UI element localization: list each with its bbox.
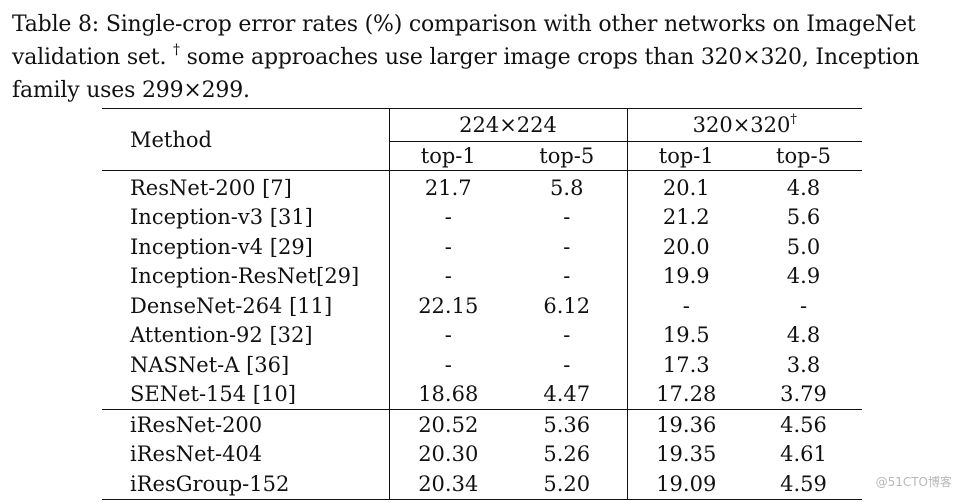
table-row: Attention-92 [32] - - 19.5 4.8 [102,320,862,350]
top1-320-cell: 19.36 [626,409,745,440]
top5-224-cell: - [563,234,571,259]
top5-224-cell: - [563,323,571,348]
top5-320-cell: 5.6 [786,205,821,230]
top1-320-cell: 21.2 [626,202,745,232]
top5-224-cell: 6.12 [543,293,591,318]
top1-320-cell: 19.9 [626,261,745,291]
top1-320-cell: 19.09 [626,469,745,500]
top1-224-cell: 21.7 [388,170,507,203]
top1-320-cell: 19.5 [626,320,745,350]
watermark-text: @51CTO博客 [875,475,952,489]
top1-224-cell: 18.68 [388,379,507,410]
top5-320-cell: 3.79 [780,382,827,407]
method-cell: iResNet-200 [102,409,389,440]
top5-224-cell: - [563,264,571,289]
header-row-metrics: top-1 top-5 top-1 top-5 [102,141,862,171]
top5-320-cell: 4.8 [786,323,821,348]
top1-320-cell: 17.3 [626,350,745,380]
method-cell: DenseNet-264 [11] [130,293,333,318]
group-header-320: 320×320† [626,108,862,142]
header-row-groups: Method 224×224 320×320† [102,108,862,171]
method-cell: Inception-v4 [29] [130,234,313,259]
top1-224-cell: 22.15 [388,291,507,321]
top1-224-cell: - [388,320,507,350]
method-cell: iResGroup-152 [102,469,389,500]
top5-320-cell: 4.8 [745,170,862,203]
top1-224-cell: 20.34 [388,469,507,500]
table-row: iResNet-404 20.30 5.26 19.35 4.61 [102,439,862,469]
table-caption: Table 8: Single-crop error rates (%) com… [12,8,948,107]
method-cell: Attention-92 [32] [130,323,313,348]
top5-224-cell: 5.20 [507,469,627,500]
group-header-320-dagger: † [790,112,797,127]
table-row: SENet-154 [10] 18.68 4.47 17.28 3.79 [102,379,862,410]
table-row: Inception-v4 [29] - - 20.0 5.0 [102,232,862,262]
top1-224-cell: - [388,202,507,232]
top1-320-cell: - [626,291,745,321]
top5-320-cell: - [799,293,808,318]
top5-224-cell: 5.8 [507,170,627,203]
top5-224-cell: - [563,205,571,230]
subheader-224-top1: top-1 [388,141,507,171]
top5-224-cell: - [563,352,571,377]
method-cell: Inception-v3 [31] [130,205,313,230]
table-row: DenseNet-264 [11] 22.15 6.12 - - [102,291,862,321]
group-header-320-label: 320×320 [692,113,791,137]
group-header-224: 224×224 [388,108,627,142]
method-cell: SENet-154 [10] [130,382,296,407]
top1-224-cell: - [388,232,507,262]
top5-320-cell: 5.0 [786,234,821,259]
method-cell: iResNet-404 [130,442,263,467]
table-row: NASNet-A [36] - - 17.3 3.8 [102,350,862,380]
subheader-320-top5: top-5 [745,141,862,171]
top1-224-cell: - [388,350,507,380]
table-row: Inception-v3 [31] - - 21.2 5.6 [102,202,862,232]
caption-line-3: family uses 299×299. [12,78,250,103]
top1-224-cell: - [388,261,507,291]
method-cell: ResNet-200 [7] [102,170,389,203]
caption-line-2-end: some approaches use larger image crops t… [179,45,920,70]
top1-224-cell: 20.52 [388,409,507,440]
top1-320-cell: 20.1 [626,170,745,203]
top5-320-cell: 4.59 [745,469,862,500]
table-row: Inception-ResNet[29] - - 19.9 4.9 [102,261,862,291]
caption-line-2: validation set. † some approaches use la… [12,41,948,74]
top5-320-cell: 4.9 [786,264,821,289]
top1-224-cell: 20.30 [388,439,507,469]
subheader-320-top1: top-1 [626,141,745,171]
top5-320-cell: 3.8 [786,352,821,377]
top5-224-cell: 5.26 [543,442,591,467]
caption-line-2-start: validation set. [12,45,174,70]
method-cell: NASNet-A [36] [130,352,290,377]
caption-line-1: Table 8: Single-crop error rates (%) com… [12,12,916,37]
subheader-224-top5: top-5 [507,141,627,171]
top1-320-cell: 20.0 [626,232,745,262]
method-cell: Inception-ResNet[29] [130,264,360,289]
top5-224-cell: 5.36 [507,409,627,440]
top5-320-cell: 4.61 [780,442,827,467]
top5-224-cell: 4.47 [543,382,591,407]
top1-320-cell: 19.35 [626,439,745,469]
top5-320-cell: 4.56 [745,409,862,440]
top1-320-cell: 17.28 [626,379,745,410]
results-table: Method 224×224 320×320† top-1 top-5 top-… [102,108,862,500]
method-header: Method [102,108,389,171]
caption-dagger: † [173,41,180,58]
